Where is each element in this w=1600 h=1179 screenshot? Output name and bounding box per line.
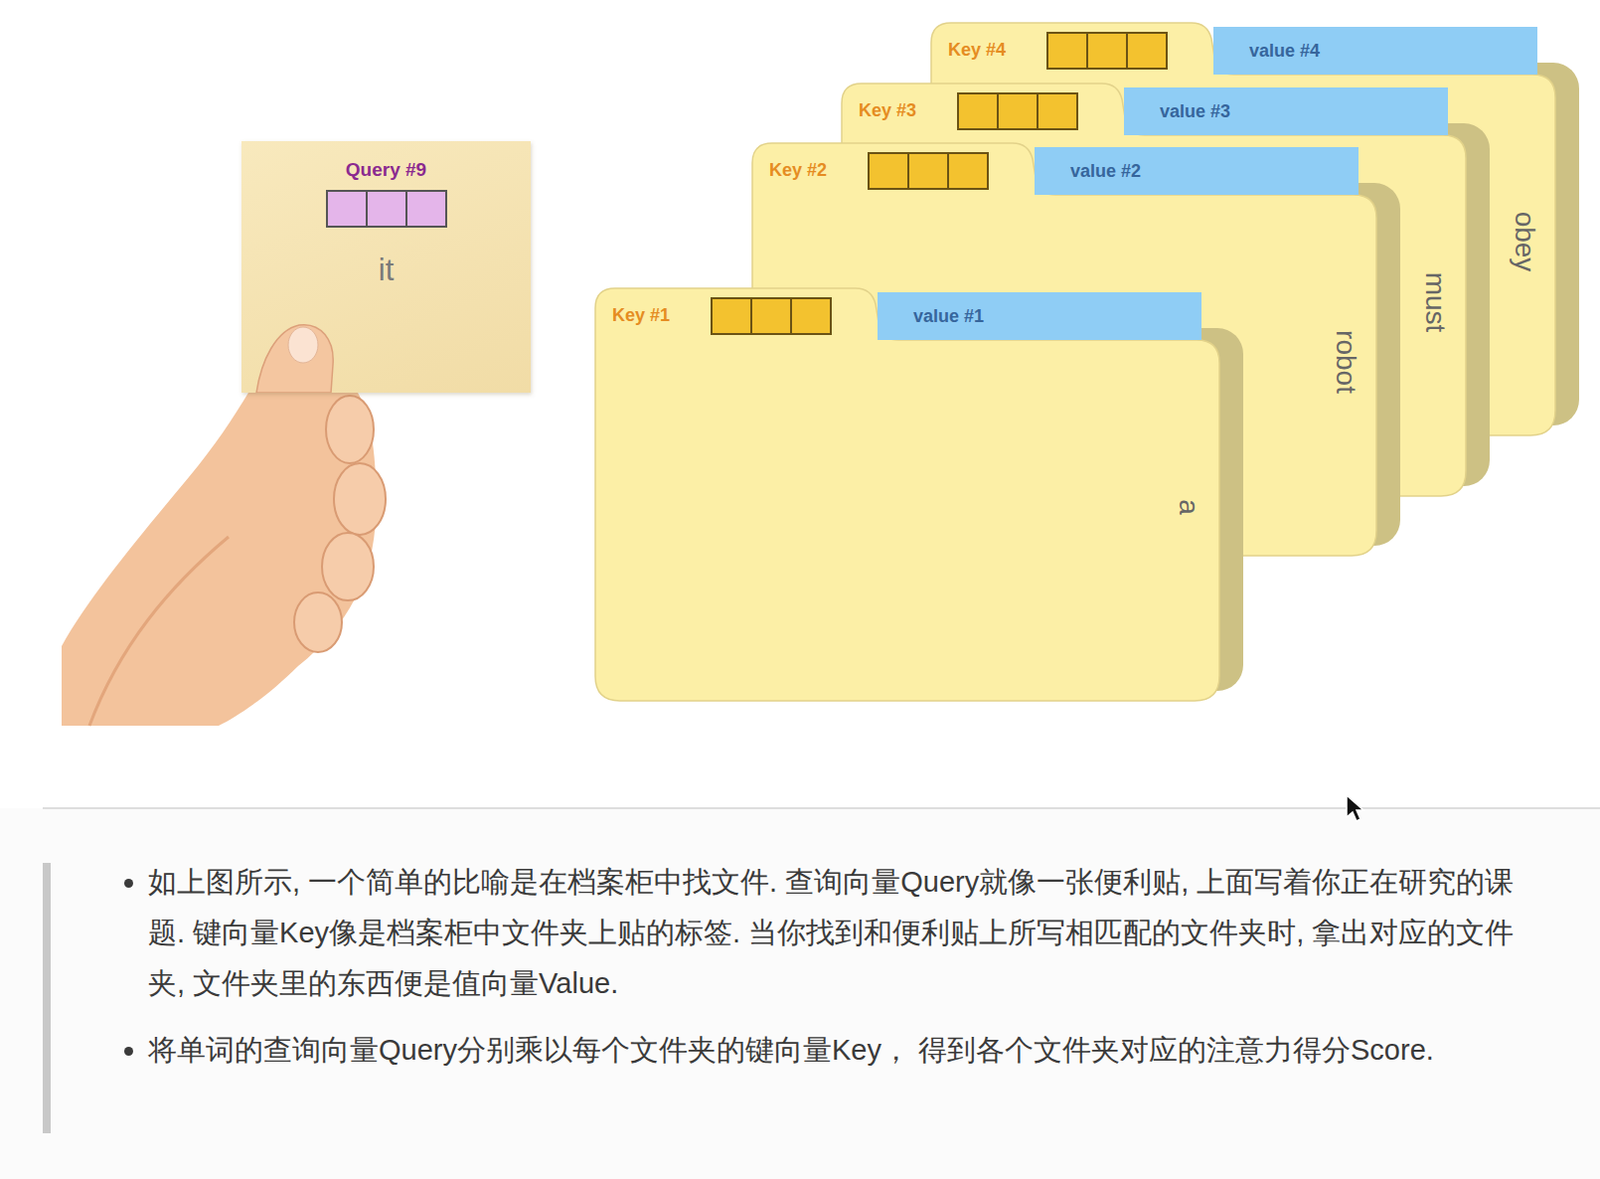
folder-body (595, 288, 1220, 701)
card-title: Query #9 (241, 158, 531, 182)
key-label: Key #2 (769, 159, 827, 181)
diagram-stage: Query #9 it value #1 Key #1 a value #2 Key #2 r… (0, 0, 1600, 796)
key-vector-cell (948, 153, 988, 189)
folder-label: obey (1508, 211, 1541, 273)
value-label: value #4 (1249, 39, 1320, 62)
thumb (256, 324, 333, 393)
thumbnail (288, 326, 319, 363)
folder-label: must (1419, 272, 1451, 333)
value-tab: value #4 (1213, 26, 1538, 75)
query-vector-cell (366, 190, 407, 227)
folder-drawing (595, 288, 1247, 706)
key-vector-cell (868, 153, 909, 189)
notes-ground (0, 807, 1600, 1179)
key-label: Key #1 (612, 304, 670, 326)
key-label: Key #3 (858, 99, 917, 122)
query-vector-cell (326, 190, 367, 227)
note-text: 如上图所示, 一个简单的比喻是在档案柜中找文件. 查询向量Query就像一张便利… (148, 856, 1551, 1009)
key-vector-cell (711, 298, 752, 334)
folder-label: a (1172, 498, 1205, 515)
key-vector-cell (1047, 32, 1088, 69)
key-vector-cell (1087, 32, 1127, 69)
finger (321, 532, 374, 601)
card-word: it (241, 252, 531, 289)
key-vector-cell (958, 93, 998, 130)
key-vector-cell (997, 93, 1038, 130)
palm (61, 392, 376, 726)
value-label: value #1 (913, 305, 984, 327)
value-tab: value #2 (1034, 147, 1359, 195)
notes-list: 如上图所示, 一个简单的比喻是在档案柜中找文件. 查询向量Query就像一张便利… (109, 856, 1551, 1092)
note-text: 将单词的查询向量Query分别乘以每个文件夹的键向量Key， 得到各个文件夹对应… (148, 1024, 1551, 1076)
value-tab: value #3 (1123, 87, 1448, 136)
folder-body (931, 22, 1556, 436)
finger (294, 592, 342, 652)
file-folder: value #1 Key #1 a (595, 288, 1247, 706)
finger (333, 463, 386, 535)
key-label: Key #4 (948, 38, 1006, 61)
value-label: value #2 (1070, 160, 1141, 182)
hand (61, 392, 386, 726)
key-vector-cell (791, 298, 831, 334)
key-vector-cell (751, 298, 792, 334)
folder-body (752, 143, 1377, 556)
palm-crease (89, 536, 229, 726)
key-vector-cell (1037, 93, 1078, 130)
finger (325, 395, 374, 464)
key-vector-cell (1126, 32, 1167, 69)
mouse-cursor (1346, 795, 1364, 821)
query-vector-cell (406, 190, 447, 227)
value-tab: value #1 (877, 292, 1202, 340)
quote-bar (42, 862, 51, 1133)
separator-line (42, 806, 1600, 809)
query-card: Query #9 it (241, 141, 531, 393)
key-vector-cell (908, 153, 949, 189)
folder-body (841, 83, 1466, 496)
folder-label: robot (1329, 329, 1362, 394)
value-label: value #3 (1159, 100, 1231, 123)
